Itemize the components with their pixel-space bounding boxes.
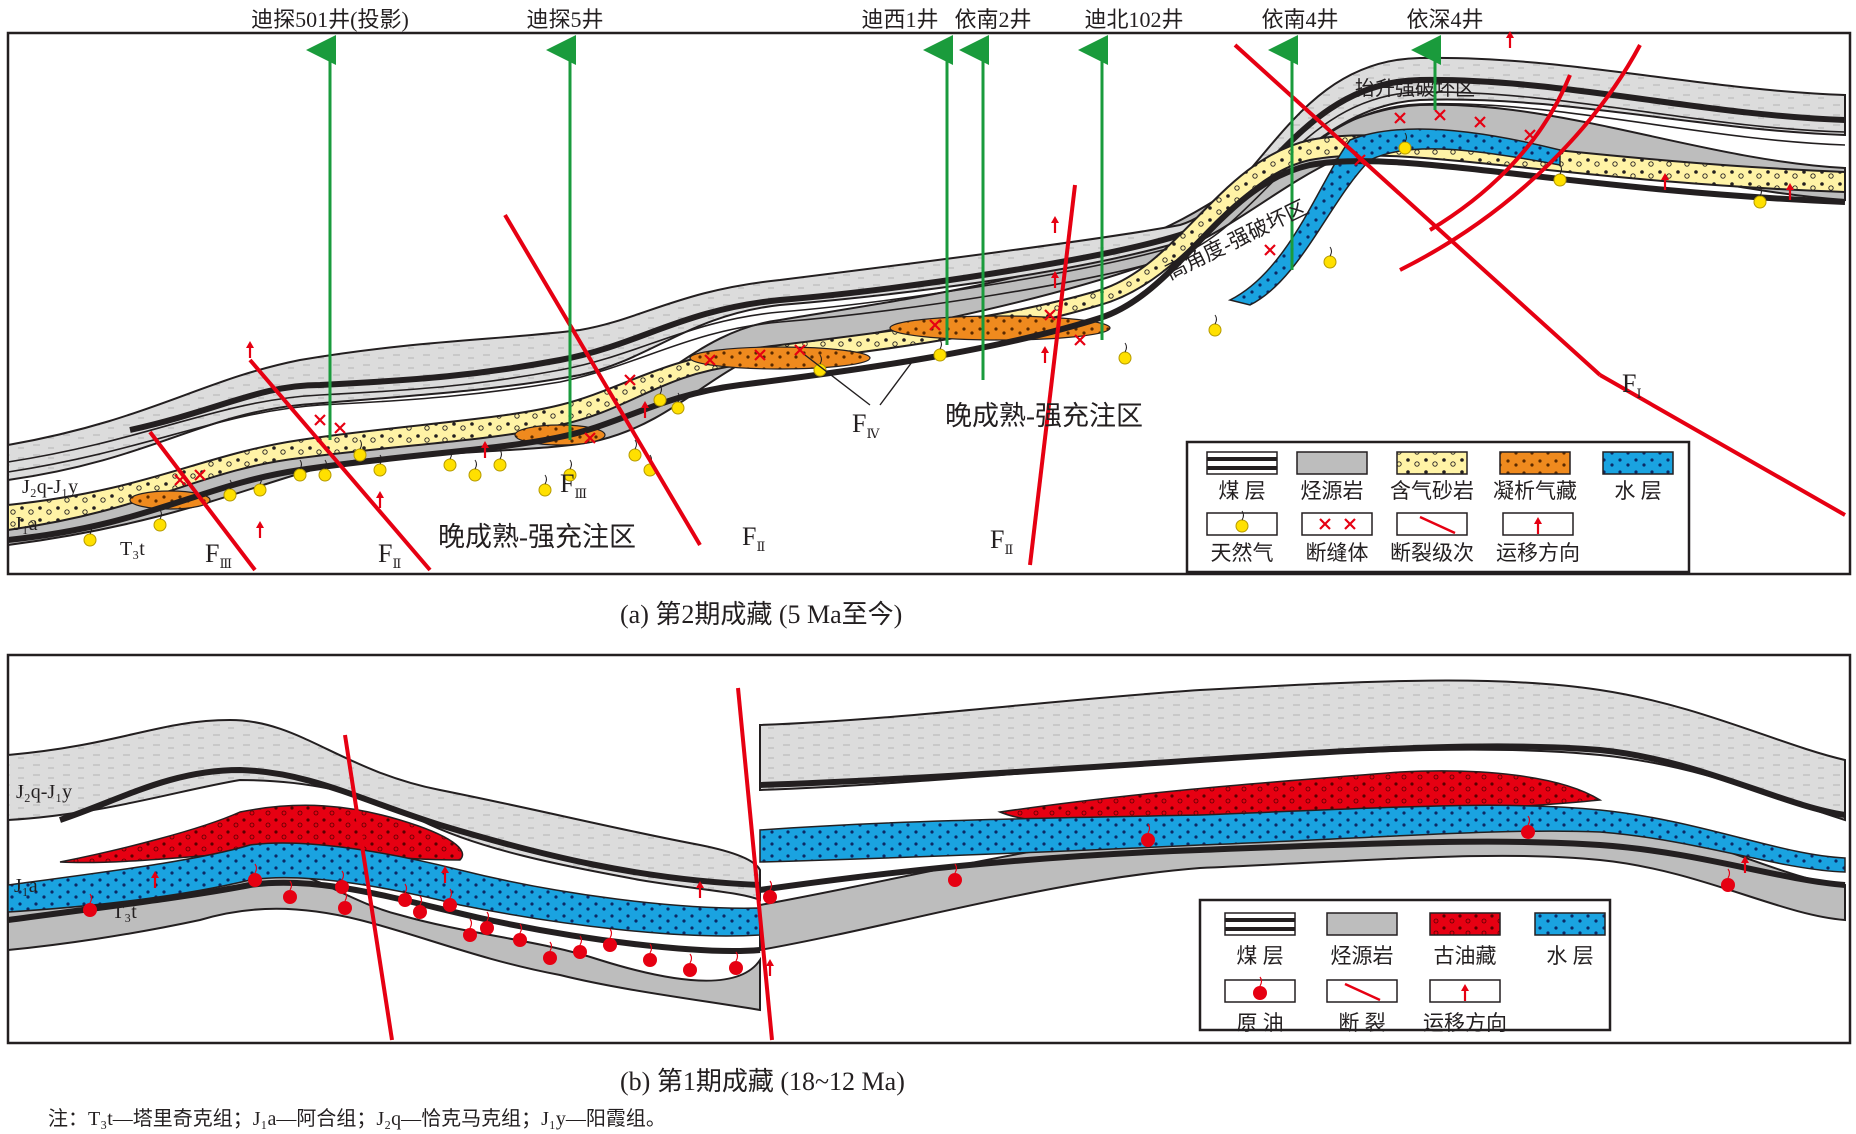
legend-b-water: 水 层 (1546, 944, 1593, 968)
legend-a-coal: 煤 层 (1218, 479, 1265, 503)
legend-a: 煤 层 烃源岩 含气砂岩 凝析气藏 水 层 天然气 断缝体 断裂级次 运移方向 (1185, 440, 1691, 574)
legend-a-fault-order: 断裂级次 (1390, 541, 1474, 565)
fault-f1-tail (1599, 373, 1846, 517)
coal-top-b-east (759, 743, 1846, 818)
fault-f3 (148, 430, 257, 572)
formation-bottom-a: T₃t (120, 538, 145, 560)
fault-f2-label-1: FⅡ (378, 539, 401, 571)
legend-b-source: 烃源岩 (1331, 944, 1394, 968)
condensate-pool-2 (689, 346, 871, 370)
fault-f2-east (1028, 184, 1077, 566)
panel-a: 迪探501井(投影) 迪探5井 迪西1井 依南2井 迪北102井 依南4井 依深… (6, 7, 1852, 629)
fault-f2-label-3: FⅡ (990, 525, 1013, 557)
coal-thin-a1 (7, 91, 1846, 463)
caption-a: (a) 第2期成藏 (5 Ma至今) (620, 600, 902, 629)
formation-top-a: J₂q-J₁y (22, 476, 78, 498)
zone-uplift-label: 抬升强破坏区 (1355, 77, 1475, 100)
fault-f2-mid (248, 358, 432, 572)
water-b-east (759, 804, 1846, 873)
fault-f1-branch2 (1428, 74, 1572, 232)
well-label-2: 迪探5井 (526, 7, 603, 32)
well-label-4: 依南2井 (954, 7, 1031, 32)
fault-f4-label: FⅣ (852, 409, 880, 441)
legend-a-water: 水 层 (1614, 479, 1661, 503)
wells-a (306, 35, 1441, 440)
well-label-1: 迪探501井(投影) (251, 7, 409, 32)
fault-f1-label: FⅠ (1622, 369, 1642, 401)
legend-a-fracture: 断缝体 (1306, 541, 1369, 565)
zone-late-mature-label-2: 晚成熟-强充注区 (438, 522, 636, 552)
formation-bottom-b: T₃t (112, 901, 137, 923)
legend-a-condensate: 凝析气藏 (1493, 479, 1577, 503)
legend-b-paleo-oil: 古油藏 (1434, 944, 1497, 968)
fault-f2-west (503, 213, 702, 547)
fault-f3-label-1: FⅢ (205, 539, 232, 571)
formation-middle-b: J₁a (14, 875, 38, 897)
legend-b-fault: 断 裂 (1338, 1011, 1385, 1035)
coal-thin-a2 (7, 102, 1846, 473)
well-label-7: 依深4井 (1406, 7, 1483, 32)
legend-b: 煤 层 烃源岩 古油藏 水 层 原 油 断 裂 运移方向 (1198, 898, 1612, 1035)
legend-b-crude-oil: 原 油 (1236, 1011, 1283, 1035)
well-label-5: 迪北102井 (1084, 7, 1183, 32)
fault-f1-branch (1399, 44, 1642, 272)
coal-bottom-b-east (759, 838, 1846, 893)
zone-late-mature-label-1: 晚成熟-强充注区 (945, 401, 1143, 431)
legend-a-migration: 运移方向 (1496, 541, 1580, 565)
legend-b-coal: 煤 层 (1236, 944, 1283, 968)
fault-f4-leaders (804, 354, 916, 406)
legend-b-migration: 运移方向 (1423, 1011, 1507, 1035)
panel-b: J₂q-J₁y J₁a T₃t 煤 层 烃源岩 古油藏 水 层 原 (6, 653, 1852, 1096)
fault-f2-label-2: FⅡ (742, 522, 765, 554)
caption-b: (b) 第1期成藏 (18~12 Ma) (620, 1067, 905, 1096)
fault-f1-main (1233, 43, 1602, 377)
well-label-6: 依南4井 (1261, 7, 1338, 32)
coal-top-a (129, 76, 1846, 433)
legend-a-gas: 天然气 (1211, 541, 1274, 565)
fault-b-east (736, 687, 774, 1041)
legend-a-sand: 含气砂岩 (1390, 479, 1474, 503)
well-label-3: 迪西1井 (861, 7, 938, 32)
footnote: 注：T₃t—塔里奇克组；J₁a—阿合组；J₂q—恰克马克组；J₁y—阳霞组。 (48, 1107, 666, 1130)
formation-middle-a: J₁a (14, 513, 38, 535)
fault-b-west (343, 734, 394, 1041)
legend-a-swatches (1206, 451, 1674, 536)
legend-a-source: 烃源岩 (1301, 479, 1364, 503)
fault-f3-label-2: FⅢ (560, 469, 587, 501)
coal-top-b-west (59, 766, 761, 888)
formation-top-b: J₂q-J₁y (16, 781, 72, 803)
